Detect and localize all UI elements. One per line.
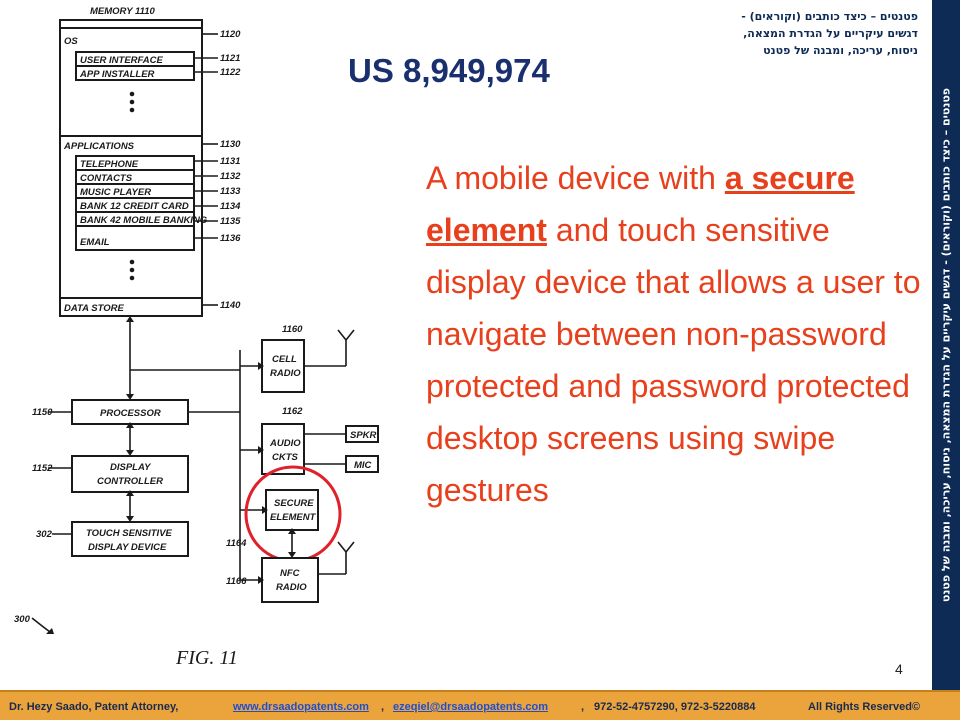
- bank42-label: BANK 42 MOBILE BANKING: [80, 215, 208, 226]
- ref-1133: 1133: [220, 186, 241, 197]
- audio-label-1: AUDIO: [269, 438, 301, 449]
- ellipsis-dot: [129, 107, 135, 113]
- contacts-label: CONTACTS: [80, 173, 133, 184]
- ref-1166: 1166: [226, 576, 247, 587]
- hebrew-header-line-2: דגשים עיקריים על הגדרת המצאה,: [743, 27, 918, 40]
- ellipsis-dot: [129, 259, 135, 265]
- app-installer-box: [75, 65, 195, 81]
- ellipsis-dot: [129, 267, 135, 273]
- ref-1134: 1134: [220, 201, 241, 212]
- ref-1152: 1152: [32, 463, 53, 474]
- ref-1120: 1120: [220, 29, 241, 40]
- display-controller-box: [71, 455, 189, 493]
- ref-1136: 1136: [220, 233, 241, 244]
- ref-302: 302: [36, 529, 53, 540]
- cell-radio-label-2: RADIO: [270, 368, 301, 379]
- data-store-box: [59, 297, 203, 317]
- patent-number-title: US 8,949,974: [348, 52, 550, 89]
- ellipsis-dot: [129, 91, 135, 97]
- patent-figure-drawing: MEMORY 1110 OS USER INTERFACE APP INSTAL…: [14, 6, 379, 669]
- telephone-label: TELEPHONE: [80, 159, 139, 170]
- footer-bar: Dr. Hezy Saado, Patent Attorney, www.drs…: [0, 690, 960, 720]
- description-part-2: and touch sensitive display device that …: [426, 212, 921, 508]
- ref-1132: 1132: [220, 171, 241, 182]
- ref-1140: 1140: [220, 300, 241, 311]
- display-controller-label-1: DISPLAY: [110, 462, 152, 473]
- mic-label: MIC: [354, 460, 372, 471]
- sidebar-banner-text: פטנטים – כיצד כותבים (וקוראים) - דגשים ע…: [939, 87, 953, 603]
- bank12-label: BANK 12 CREDIT CARD: [80, 201, 189, 212]
- sidebar-banner: פטנטים – כיצד כותבים (וקוראים) - דגשים ע…: [932, 0, 960, 690]
- music-player-label: MUSIC PLAYER: [80, 187, 151, 198]
- footer-website-link[interactable]: www.drsaadopatents.com: [233, 701, 369, 713]
- figure-caption: FIG. 11: [175, 647, 238, 669]
- email-label: EMAIL: [80, 237, 110, 248]
- touch-display-label-2: DISPLAY DEVICE: [88, 542, 167, 553]
- applications-label: APPLICATIONS: [63, 141, 135, 152]
- secure-element-label-2: ELEMENT: [270, 512, 317, 523]
- speaker-box: [345, 425, 379, 443]
- speaker-label: SPKR: [350, 430, 377, 441]
- ellipsis-dot: [129, 275, 135, 281]
- touch-display-box: [71, 521, 189, 557]
- hebrew-header-line-3: ניסוח, עריכה, ומבנה של פטנט: [763, 44, 918, 57]
- app-installer-label: APP INSTALLER: [79, 69, 155, 80]
- hebrew-header: פטנטים – כיצד כותבים (וקוראים) - דגשים ע…: [648, 8, 918, 59]
- touch-display-label-1: TOUCH SENSITIVE: [86, 528, 173, 539]
- ref-1122: 1122: [220, 67, 241, 78]
- processor-label: PROCESSOR: [100, 408, 161, 419]
- os-box: [59, 27, 203, 137]
- ref-1150: 1150: [32, 407, 53, 418]
- memory-label: MEMORY 1110: [90, 6, 155, 17]
- ref-300: 300: [14, 614, 31, 625]
- ref-1162: 1162: [282, 406, 303, 417]
- nfc-radio-label-2: RADIO: [276, 582, 307, 593]
- ref-1121: 1121: [220, 53, 240, 64]
- email-box: [75, 225, 195, 251]
- hebrew-header-line-1: פטנטים – כיצד כותבים (וקוראים) -: [741, 10, 918, 23]
- secure-element-highlight: a secure element: [426, 160, 855, 248]
- footer-rights: All Rights Reserved©: [808, 701, 921, 713]
- footer-author: Dr. Hezy Saado, Patent Attorney,: [9, 701, 179, 713]
- secure-element-label-1: SECURE: [274, 498, 314, 509]
- secure-element-box: [265, 489, 319, 531]
- ref-1160: 1160: [282, 324, 303, 335]
- audio-label-2: CKTS: [272, 452, 299, 463]
- footer-phones: 972-52-4757290, 972-3-5220884: [594, 701, 756, 713]
- data-store-label: DATA STORE: [64, 303, 124, 314]
- nfc-radio-box: [261, 557, 319, 603]
- ref-1130: 1130: [220, 139, 241, 150]
- slide-number: 4: [895, 661, 903, 677]
- display-controller-label-2: CONTROLLER: [97, 476, 163, 487]
- mic-box: [345, 455, 379, 473]
- description-part-1: A mobile device with: [426, 160, 725, 196]
- user-interface-label: USER INTERFACE: [80, 55, 164, 66]
- footer-email-link[interactable]: ezeqiel@drsaadopatents.com: [393, 701, 548, 713]
- patent-description: A mobile device with a secure element an…: [426, 152, 926, 516]
- ref-1131: 1131: [220, 156, 240, 167]
- cell-radio-label-1: CELL: [272, 354, 297, 365]
- cell-radio-box: [261, 339, 305, 393]
- ref-1135: 1135: [220, 216, 241, 227]
- ref-1164: 1164: [226, 538, 247, 549]
- ellipsis-dot: [129, 99, 135, 105]
- patent-figure: MEMORY 1110 OS USER INTERFACE APP INSTAL…: [0, 0, 388, 690]
- nfc-radio-label-1: NFC: [280, 568, 300, 579]
- os-label: OS: [64, 36, 78, 47]
